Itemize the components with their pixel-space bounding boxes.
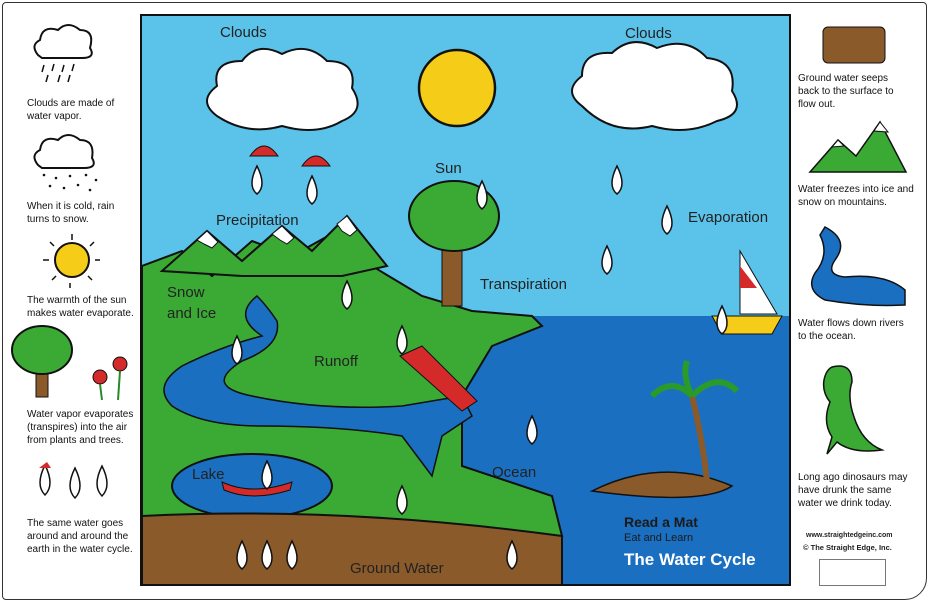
brand-tagline: Eat and Learn — [624, 532, 694, 544]
water-cycle-scene: Clouds Clouds Sun Precipitation Evaporat… — [140, 14, 791, 586]
palm-tree — [649, 360, 740, 482]
label-clouds-left: Clouds — [220, 24, 267, 41]
water-drop-characters — [231, 164, 728, 570]
tree-and-flowers-icon — [11, 325, 128, 400]
label-lake: Lake — [192, 466, 225, 483]
caption-snow: When it is cold, rain turns to snow. — [27, 201, 115, 225]
ground — [142, 512, 563, 584]
snow-caps — [196, 215, 358, 249]
label-snow-and-ice: Snow and Ice — [167, 284, 217, 322]
slide — [399, 345, 478, 412]
island — [589, 471, 734, 499]
website: www.straightedgeinc.com — [806, 532, 893, 539]
mountains — [159, 214, 389, 277]
label-ocean: Ocean — [492, 464, 537, 481]
cloud-right — [571, 41, 738, 131]
caption-dinosaur: Long ago dinosaurs may have drunk the sa… — [798, 472, 908, 509]
canoe — [221, 481, 293, 497]
label-precipitation: Precipitation — [216, 212, 299, 229]
scene-illustration — [142, 41, 789, 584]
brand-panel: Read a Mat Eat and Learn The Water Cycle — [614, 504, 789, 584]
label-evaporation: Evaporation — [688, 209, 769, 226]
name-box — [819, 559, 886, 586]
caption-river: Water flows down rivers to the ocean. — [798, 318, 904, 342]
rain-cloud-icon — [33, 24, 93, 83]
label-clouds-right: Clouds — [625, 25, 672, 42]
page-title: The Water Cycle — [624, 550, 756, 569]
caption-sun: The warmth of the sun makes water evapor… — [27, 295, 134, 319]
brand-name: Read a Mat — [624, 514, 698, 530]
copyright: © The Straight Edge, Inc. — [803, 543, 892, 552]
cloud-left — [206, 47, 359, 131]
sun-icon — [43, 234, 100, 288]
snow-cloud-icon — [33, 134, 98, 192]
caption-clouds: Clouds are made of water vapor. — [27, 98, 115, 122]
label-ground-water: Ground Water — [350, 560, 444, 577]
dinosaur-icon — [822, 365, 885, 455]
sailboat — [711, 249, 783, 335]
sun — [417, 48, 497, 128]
lake — [171, 453, 333, 519]
caption-cycle: The same water goes around and around th… — [27, 518, 133, 555]
water-drops-icon — [39, 462, 108, 500]
label-sun: Sun — [435, 160, 462, 177]
caption-ground-water: Ground water seeps back to the surface t… — [798, 73, 894, 110]
label-transpiration: Transpiration — [480, 276, 567, 293]
mountain-icon — [808, 120, 908, 173]
river-icon — [810, 226, 906, 307]
river — [163, 294, 473, 478]
caption-transpiration: Water vapor evaporates (transpires) into… — [27, 409, 134, 446]
parachutes — [249, 145, 331, 167]
caption-mountains: Water freezes into ice and snow on mount… — [798, 184, 914, 208]
label-runoff: Runoff — [314, 353, 358, 370]
ground-icon — [822, 26, 886, 64]
